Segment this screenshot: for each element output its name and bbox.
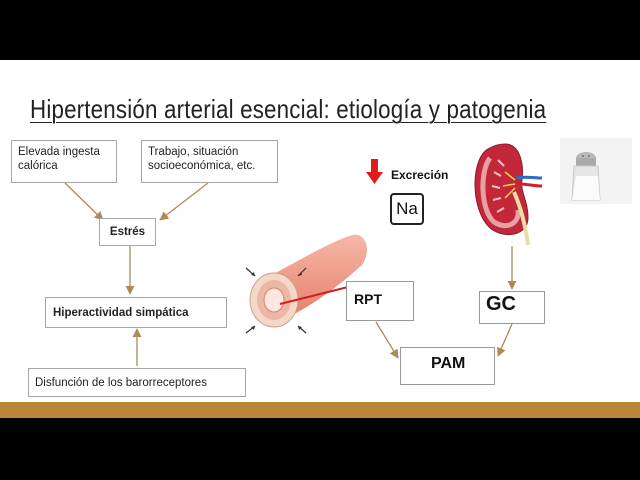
work-situation-text: Trabajo, situación socioeconómica, etc.	[148, 146, 256, 172]
baroreceptors-box: Disfunción de los barorreceptores	[28, 368, 246, 397]
work-situation-box: Trabajo, situación socioeconómica, etc.	[141, 140, 278, 183]
pam-box: PAM	[400, 347, 495, 385]
rpt-label: RPT	[354, 291, 382, 307]
blood-vessel-image	[245, 234, 367, 334]
connector-work-stress	[159, 182, 209, 221]
salt-shaker-image	[560, 138, 632, 204]
baroreceptors-text: Disfunción de los barorreceptores	[35, 377, 207, 389]
excretion-label: Excreción	[391, 168, 449, 182]
pam-label: PAM	[431, 355, 466, 372]
slide-title: Hipertensión arterial esencial: etiologí…	[30, 94, 547, 124]
caloric-intake-box: Elevada ingesta calórica	[11, 140, 117, 183]
gc-box: GC	[479, 291, 545, 324]
sympathetic-text: Hiperactividad simpática	[53, 307, 189, 319]
footer-accent-bar	[0, 402, 640, 418]
slide: Hipertensión arterial esencial: etiologí…	[0, 60, 640, 418]
diagram-graphics	[64, 138, 632, 379]
kidney-image	[474, 143, 543, 246]
caloric-intake-text: Elevada ingesta calórica	[18, 146, 100, 172]
connector-rpt-pam	[375, 321, 399, 359]
connector-gc-pam	[497, 323, 513, 357]
gc-label: GC	[486, 293, 516, 315]
connector-caloric-stress	[64, 182, 104, 221]
sodium-symbol-box: Na	[390, 193, 424, 225]
stress-box: Estrés	[99, 218, 156, 246]
rpt-box: RPT	[346, 281, 414, 321]
sympathetic-box: Hiperactividad simpática	[45, 297, 227, 328]
sodium-symbol: Na	[396, 199, 418, 218]
down-arrow-icon	[366, 159, 383, 184]
stress-text: Estrés	[109, 226, 146, 238]
